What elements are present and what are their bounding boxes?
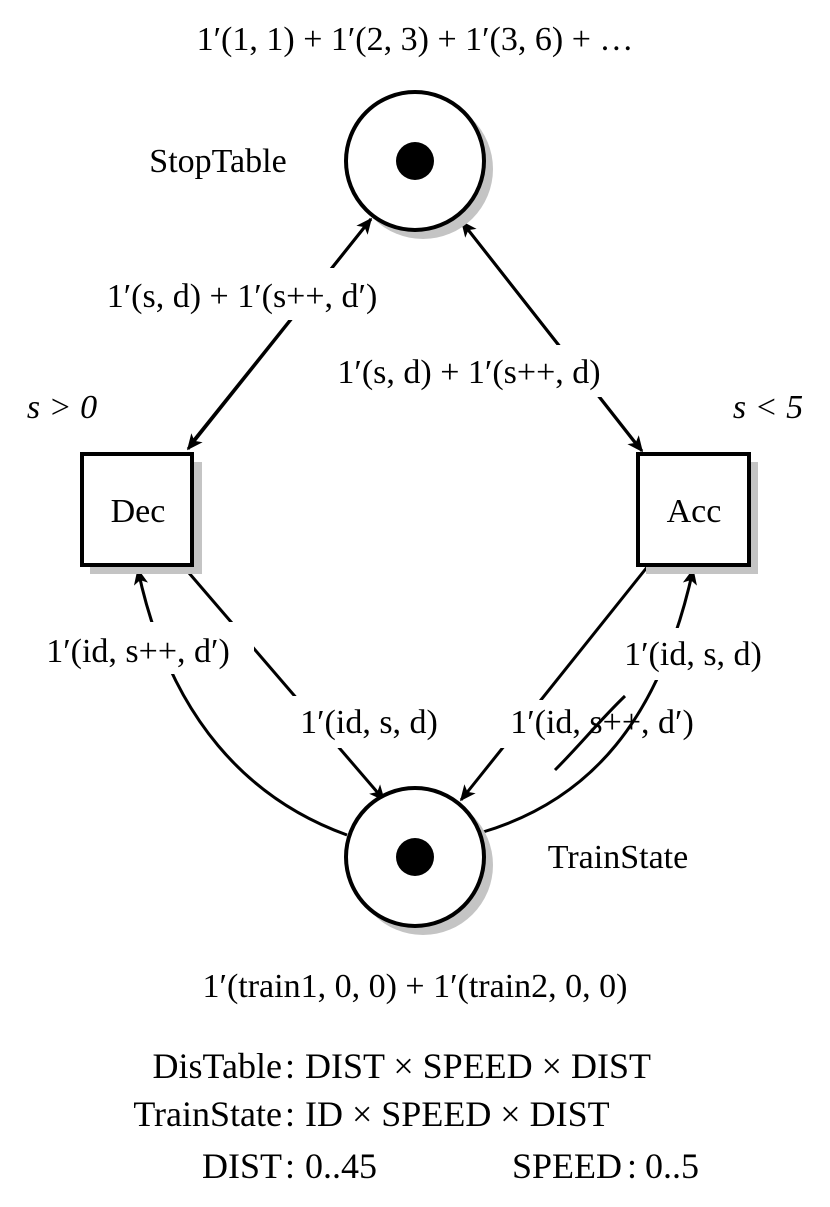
- decl-name: TrainState: [133, 1094, 282, 1134]
- arc-inscription-dec-trainstate: 1′(id, s, d): [300, 704, 438, 741]
- place-trainstate[interactable]: [344, 786, 493, 935]
- arcs: [133, 217, 697, 837]
- decl-sep: :: [285, 1046, 295, 1086]
- transition-label: Acc: [667, 493, 722, 530]
- transition-label: Dec: [111, 493, 166, 530]
- range-name: DIST: [202, 1146, 282, 1186]
- transition-acc[interactable]: Acc: [636, 452, 758, 574]
- transition-dec[interactable]: Dec: [80, 452, 202, 574]
- range-name: SPEED: [512, 1146, 622, 1186]
- transition-box: [80, 452, 194, 567]
- arc-inscription-trainstate-dec: 1′(id, s++, d′): [46, 633, 230, 670]
- arc-inscription-trainstate-acc: 1′(id, s, d): [624, 636, 762, 673]
- trainstate-name: TrainState: [548, 839, 688, 876]
- arc-dec-to-trainstate: [181, 565, 386, 802]
- arc-acc-to-trainstate: [459, 565, 650, 802]
- arc-inscription-dec-stoptable: 1′(s, d) + 1′(s++, d′): [107, 278, 378, 315]
- token-icon: [396, 838, 434, 876]
- decl-sep: :: [285, 1094, 295, 1134]
- range-sep: :: [627, 1146, 637, 1186]
- stoptable-marking: 1′(1, 1) + 1′(2, 3) + 1′(3, 6) + …: [197, 21, 634, 58]
- token-icon: [396, 142, 434, 180]
- arc-inscription-acc-stoptable: 1′(s, d) + 1′(s++, d): [337, 354, 600, 391]
- place-stoptable[interactable]: [344, 90, 493, 239]
- arc-stoptable-to-acc: [460, 221, 644, 453]
- transition-box: [636, 452, 751, 567]
- arc-inscription-acc-trainstate: 1′(id, s++, d′): [510, 704, 694, 741]
- range-value: 0..45: [305, 1146, 377, 1186]
- decl-name: DisTable: [153, 1046, 282, 1086]
- dec-guard: s > 0: [27, 389, 97, 426]
- range-value: 0..5: [645, 1146, 699, 1186]
- stoptable-name: StopTable: [149, 143, 286, 180]
- decl-type: ID × SPEED × DIST: [305, 1094, 610, 1134]
- arc-stoptable-to-dec: [186, 218, 373, 451]
- decl-type: DIST × SPEED × DIST: [305, 1046, 651, 1086]
- arc-trainstate-to-acc: [482, 568, 697, 834]
- acc-guard: s < 5: [733, 389, 803, 426]
- trainstate-marking: 1′(train1, 0, 0) + 1′(train2, 0, 0): [203, 968, 628, 1005]
- range-sep: :: [285, 1146, 295, 1186]
- color-set-declarations: DisTable : DIST × SPEED × DIST TrainStat…: [133, 1046, 699, 1186]
